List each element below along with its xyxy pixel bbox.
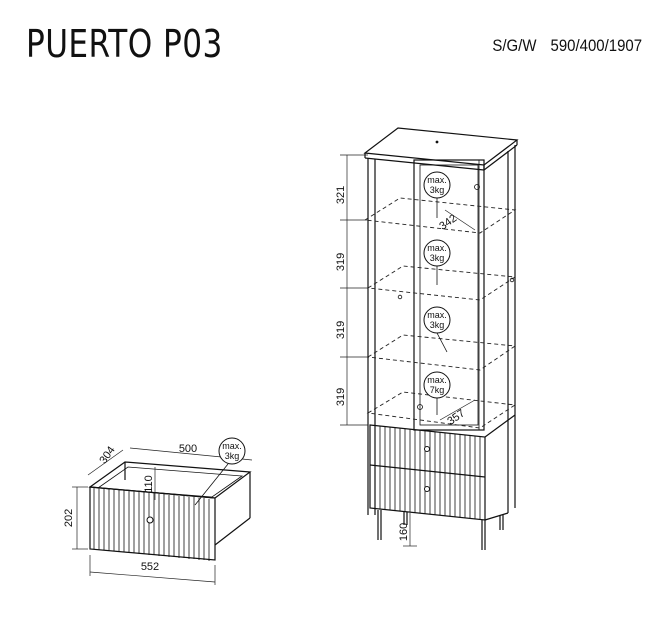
shelf-4 — [366, 391, 517, 429]
shelf-2 — [366, 265, 517, 301]
drawer-depth-label: 304 — [97, 444, 117, 466]
svg-text:max.: max. — [222, 441, 242, 451]
load-badge-4: max. 7kg — [423, 371, 451, 415]
spec-dimensions: 590/400/1907 — [550, 36, 642, 55]
height-label-1: 321 — [335, 186, 347, 204]
svg-text:max.: max. — [427, 243, 447, 253]
svg-text:3kg: 3kg — [430, 320, 445, 330]
load-badge-3: max. 3kg — [423, 306, 451, 353]
spec-code: S/G/W — [492, 36, 537, 55]
shelf-depth-top: 342 — [437, 212, 459, 232]
lower-drawer-ribs — [374, 426, 481, 519]
drawer-load-badge: max. 3kg — [194, 437, 246, 506]
height-label-2: 319 — [335, 253, 347, 271]
shelf-3 — [366, 334, 517, 371]
svg-text:max.: max. — [427, 310, 447, 320]
leg-height-label: 160 — [398, 523, 410, 541]
drawer-knob — [146, 516, 154, 524]
shelf-1 — [363, 197, 517, 234]
svg-text:3kg: 3kg — [430, 185, 445, 195]
load-badge-1: max. 3kg — [423, 171, 451, 218]
drawer-inner-height-label: 110 — [143, 475, 155, 493]
drawer-inner-width-label: 500 — [179, 443, 197, 455]
cabinet-drawing: 321 319 319 319 342 357 160 max. 3kg max… — [335, 127, 519, 550]
svg-text:3kg: 3kg — [430, 253, 445, 263]
product-title: PUERTO P03 — [26, 22, 223, 66]
drawer-drawing: 304 500 110 202 552 max. 3kg — [63, 437, 253, 585]
drawer-height-label: 202 — [63, 509, 75, 527]
lower-drawers — [369, 424, 486, 521]
svg-text:max.: max. — [427, 175, 447, 185]
drawer-front-ribs — [93, 487, 210, 561]
cabinet-height-dimension: 321 319 319 319 — [335, 154, 368, 426]
product-specs: S/G/W 590/400/1907 — [492, 36, 642, 56]
glass-door — [413, 159, 485, 431]
load-badge-2: max. 3kg — [423, 239, 451, 285]
svg-text:3kg: 3kg — [225, 451, 240, 461]
drawer-width-label: 552 — [141, 561, 159, 573]
drawer-front — [89, 486, 216, 561]
svg-text:max.: max. — [427, 375, 447, 385]
height-label-4: 319 — [335, 388, 347, 406]
height-label-3: 319 — [335, 321, 347, 339]
svg-text:7kg: 7kg — [430, 385, 445, 395]
cabinet-legs — [377, 510, 504, 550]
